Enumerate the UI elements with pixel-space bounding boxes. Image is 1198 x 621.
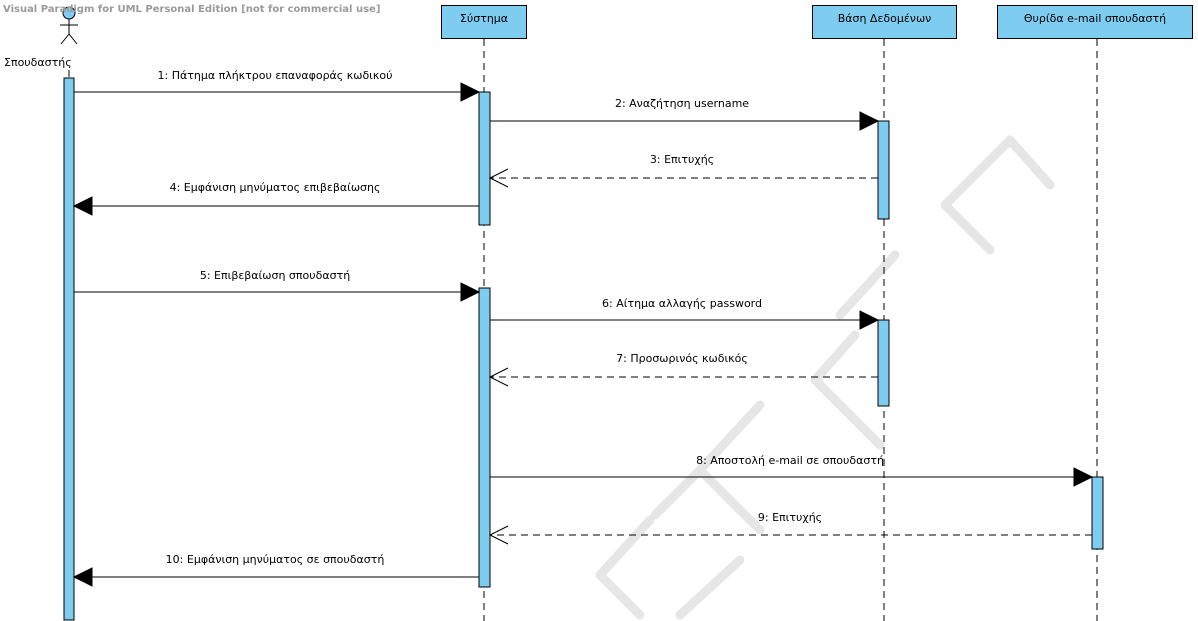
message-label-2: 2: Αναζήτηση username: [614, 97, 750, 110]
background-watermark: [595, 135, 1055, 620]
watermark-text: Visual Paradigm for UML Personal Edition…: [3, 4, 381, 15]
activation-bar-database-2: [877, 319, 890, 407]
message-label-1: 1: Πάτημα πλήκτρου επαναφοράς κωδικού: [157, 69, 393, 82]
activation-bar-email: [1091, 476, 1104, 550]
actor-label: Σπουδαστής: [4, 56, 72, 69]
message-label-7: 7: Προσωρινός κωδικός: [616, 352, 748, 365]
message-label-6: 6: Αίτημα αλλαγής password: [602, 297, 762, 310]
message-4-arrow: [72, 196, 479, 216]
lifeline-head-database: Βάση Δεδομένων: [812, 5, 957, 39]
message-label-8: 8: Αποστολή e-mail σε σπουδαστή: [696, 454, 884, 467]
message-label-3: 3: Επιτυχής: [649, 153, 715, 166]
messages: [72, 82, 1094, 587]
message-label-10: 10: Εμφάνιση μηνύματος σε σπουδαστή: [165, 553, 385, 566]
message-6-arrow: [490, 310, 880, 330]
message-label-9: 9: Επιτυχής: [757, 511, 823, 524]
activation-bar-student: [63, 77, 75, 621]
message-7-arrow: [488, 367, 878, 387]
message-5-arrow: [74, 282, 481, 302]
message-9-arrow: [488, 525, 1092, 545]
lifeline-head-email: Θυρίδα e-mail σπουδαστή: [997, 5, 1193, 39]
activation-bar-system-1: [478, 91, 491, 226]
message-label-4: 4: Εμφάνιση μηνύματος επιβεβαίωσης: [169, 181, 381, 194]
message-1-arrow: [74, 82, 481, 102]
message-label-5: 5: Επιβεβαίωση σπουδαστή: [199, 269, 351, 282]
lifeline-lines: [68, 39, 1098, 621]
activation-bars: [63, 77, 1104, 621]
activation-bar-system-2: [478, 287, 491, 588]
lifeline-head-system: Σύστημα: [441, 5, 527, 39]
activation-bar-database-1: [877, 120, 890, 220]
stick-figure-icon: [60, 6, 78, 45]
message-3-arrow: [488, 168, 878, 188]
message-10-arrow: [72, 567, 479, 587]
message-8-arrow: [490, 467, 1094, 487]
message-2-arrow: [490, 111, 880, 131]
